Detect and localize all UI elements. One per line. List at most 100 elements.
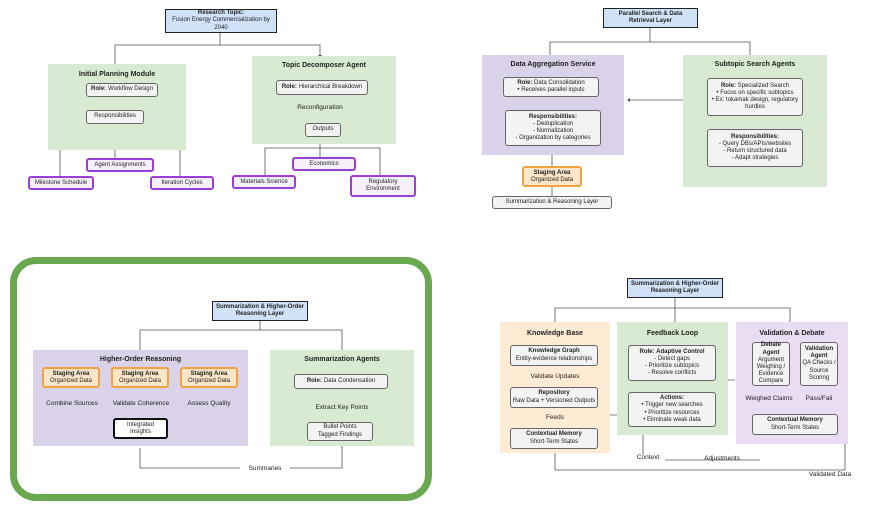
planning-responsibilities-box: Responsibilities <box>86 110 144 124</box>
subtopic-role-label: Role: <box>720 82 736 89</box>
hor-title: Higher-Order Reasoning <box>99 356 182 363</box>
milestone-schedule: Milestone Schedule <box>34 179 88 186</box>
tagged-findings: Tagged Findings <box>317 431 363 438</box>
economics-box: Economics <box>292 157 356 171</box>
validation-agent-subtitle: QA Checks / Source Scoring <box>802 360 836 381</box>
economics-label: Economics <box>309 160 339 167</box>
summ-agents-title: Summarization Agents <box>304 356 380 363</box>
feedback-role: Adaptive Control <box>656 348 705 355</box>
q2-staging-area: Staging Area Organized Data <box>522 166 582 187</box>
hor-staging-subtitle: Organized Data <box>49 377 93 384</box>
kb-memory-title: Contextual Memory <box>526 431 582 438</box>
summ-role: Data Condensation <box>323 377 376 384</box>
assess-quality-label: Assess Quality <box>187 400 231 407</box>
repository-title: Repository <box>538 390 570 397</box>
highlight-frame <box>10 257 432 501</box>
subtopic-role-box: Role: Specialized Search • Focus on spec… <box>707 78 803 116</box>
validate-coherence-label: Validate Coherence <box>112 400 170 407</box>
feedback-action-item: • Eliminate weak data <box>643 416 701 423</box>
debate-agent-box: Debate Agent Argument Weighing / Evidenc… <box>752 342 790 386</box>
knowledge-graph-title: Knowledge Graph <box>528 348 580 355</box>
hor-staging-title: Staging Area <box>121 370 159 377</box>
vd-memory-title: Contextual Memory <box>767 417 823 424</box>
milestone-schedule-box: Milestone Schedule <box>28 176 94 190</box>
materials-science-box: Materials Science <box>232 175 296 189</box>
outputs-label: Outputs <box>312 126 334 133</box>
feedback-role-box: Role: Adaptive Control - Detect gaps - P… <box>628 345 716 381</box>
agent-assignments: Agent Assignments <box>94 161 146 168</box>
validated-data-label: Validated Data <box>808 471 852 478</box>
q4-layer-title: Summarization & Higher-Order Reasoning L… <box>630 280 719 294</box>
hor-staging-title: Staging Area <box>190 370 228 377</box>
debate-agent-title: Debate Agent <box>760 342 781 356</box>
hor-staging-subtitle: Organized Data <box>118 377 162 384</box>
hor-staging-area-1: Staging Area Organized Data <box>42 367 100 388</box>
aggregation-role: Data Consolidation <box>533 79 585 86</box>
context-label: Context <box>636 454 660 461</box>
planning-role-box: Role: Workflow Design <box>86 83 158 97</box>
weighed-claims-label: Weighed Claims <box>745 395 793 402</box>
summarization-reasoning-layer-box: Summarization & Reasoning Layer <box>492 196 612 209</box>
subtopic-resp-title: Responsibilities: <box>730 133 779 140</box>
debate-agent-subtitle: Argument Weighing / Evidence Compare <box>756 356 786 385</box>
research-topic-box: Research Topic: Fusion Energy Commercial… <box>165 9 277 33</box>
hor-staging-area-2: Staging Area Organized Data <box>111 367 169 388</box>
decomposer-role-label: Role: <box>281 83 297 90</box>
validation-agent-box: Validation Agent QA Checks / Source Scor… <box>800 342 838 386</box>
extract-key-points-label: Extract Key Points <box>315 404 369 411</box>
knowledge-graph-box: Knowledge Graph Entity-evidence relation… <box>510 345 598 366</box>
agent-assignments-box: Agent Assignments <box>86 158 154 172</box>
feedback-role-item: - Resolve conflicts <box>647 370 697 377</box>
vd-contextual-memory-box: Contextual Memory Short-Term States <box>752 414 838 435</box>
aggregation-resp-item: - Organization by categories <box>515 135 591 142</box>
q3-layer-title: Summarization & Higher-Order Reasoning L… <box>215 303 304 317</box>
subtopic-resp-item: - Query DBs/APIs/websites <box>718 140 792 147</box>
q4-layer-box: Summarization & Higher-Order Reasoning L… <box>627 278 723 298</box>
aggregation-resp-title: Responsibilities: <box>528 113 577 120</box>
aggregation-resp-item: - Normalization <box>532 128 574 134</box>
feedback-action-item: • Trigger new searches <box>641 402 703 409</box>
planning-responsibilities: Responsibilities <box>94 113 136 120</box>
staging-title: Staging Area <box>533 169 571 176</box>
regulatory-environment-label: Regulatory Environment <box>366 179 400 192</box>
planning-role-label: Role: <box>91 86 107 93</box>
subtopic-role: Specialized Search <box>737 82 790 89</box>
planning-role: Workflow Design <box>108 86 153 93</box>
iteration-cycles: Iteration Cycles <box>161 179 203 186</box>
kb-memory-subtitle: Short-Term States <box>529 438 579 445</box>
reconfiguration-label: Reconfiguration <box>297 104 343 111</box>
aggregation-responsibilities-box: Responsibilities: - Deduplication - Norm… <box>505 110 601 146</box>
aggregation-role-box: Role: Data Consolidation • Receives para… <box>503 77 599 97</box>
feedback-role-item: - Prioritize subtopics <box>644 363 700 369</box>
hor-staging-area-3: Staging Area Organized Data <box>180 367 238 388</box>
feedback-actions-box: Actions: • Trigger new searches • Priori… <box>628 392 716 427</box>
subtopic-title: Subtopic Search Agents <box>714 61 796 68</box>
iteration-cycles-box: Iteration Cycles <box>150 176 214 190</box>
feedback-action-item: • Prioritize resources <box>644 409 700 416</box>
bullet-points-box: Bullet Points Tagged Findings <box>307 422 373 441</box>
feedback-loop-title: Feedback Loop <box>646 330 699 337</box>
decomposer-role-box: Role: Hierarchical Breakdown <box>276 80 368 95</box>
initial-planning-module: Initial Planning Module <box>48 64 186 150</box>
adjustments-label: Adjustments <box>704 455 740 462</box>
combine-sources-label: Combine Sources <box>46 400 98 407</box>
parallel-search-box: Parallel Search & Data Retrieval Layer <box>603 8 698 28</box>
subtopic-resp-item: - Adapt strategies <box>731 155 779 162</box>
integrated-insights: Integrated Insights <box>126 421 155 435</box>
repository-subtitle: Raw Data + Versioned Outputs <box>512 397 596 404</box>
outputs-box: Outputs <box>305 123 341 137</box>
feedback-role-item: - Detect gaps <box>654 355 690 362</box>
staging-subtitle: Organized Data <box>530 176 574 183</box>
parallel-search-title: Parallel Search & Data Retrieval Layer <box>618 10 683 24</box>
research-topic-title: Research Topic: <box>197 10 245 17</box>
decomposer-title: Topic Decomposer Agent <box>281 62 366 69</box>
feedback-actions-title: Actions: <box>660 395 684 402</box>
subtopic-responsibilities-box: Responsibilities: - Query DBs/APIs/websi… <box>707 129 803 167</box>
feeds-label: Feeds <box>545 414 565 421</box>
regulatory-environment-box: Regulatory Environment <box>350 175 416 197</box>
aggregation-title: Data Aggregation Service <box>510 61 596 68</box>
aggregation-resp-item: - Deduplication <box>532 120 574 127</box>
subtopic-search-agents: Subtopic Search Agents <box>683 55 827 187</box>
decomposer-role: Hierarchical Breakdown <box>298 83 363 90</box>
planning-title: Initial Planning Module <box>78 71 156 78</box>
